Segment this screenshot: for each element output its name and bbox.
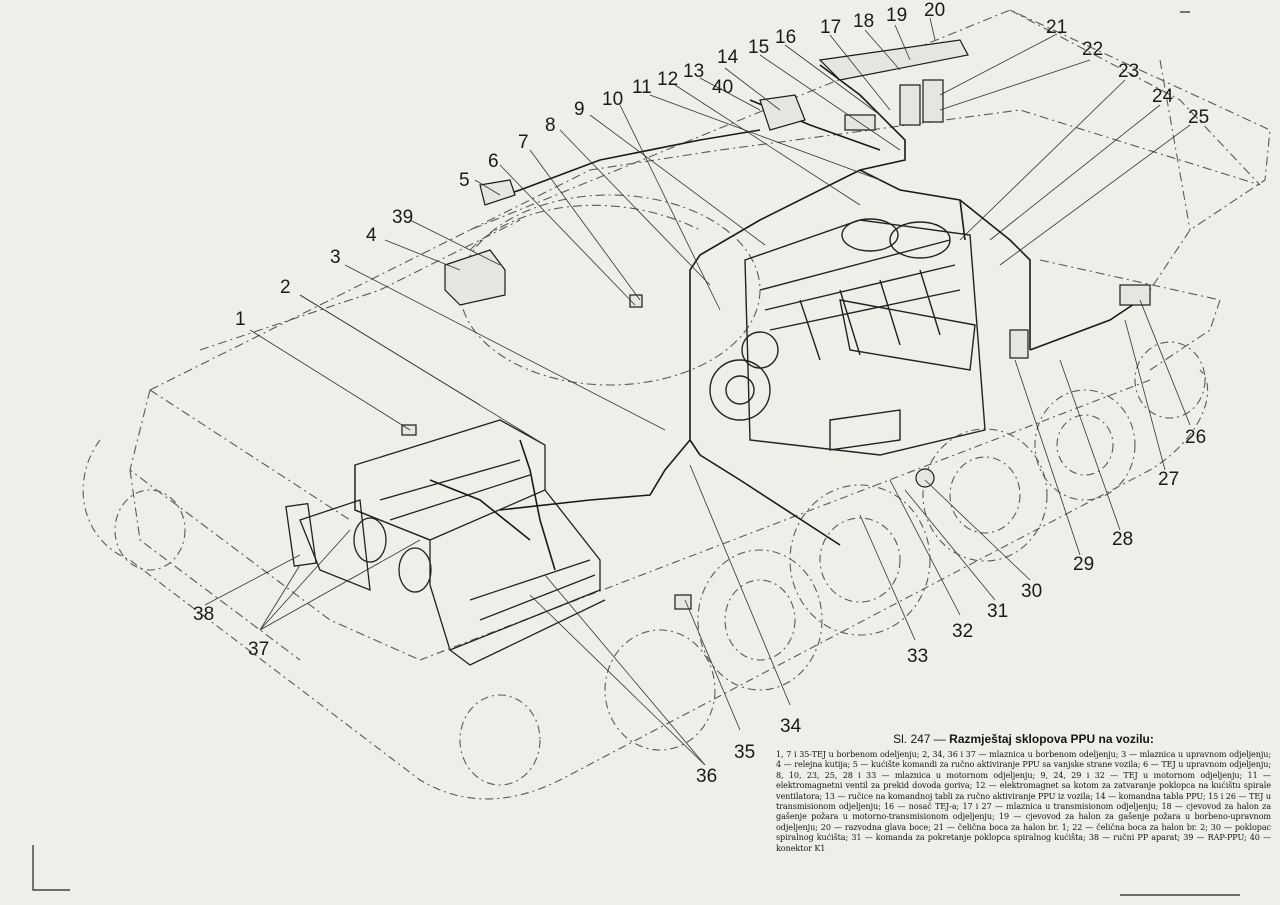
callout-34: 34 bbox=[780, 716, 802, 737]
callout-22: 22 bbox=[1082, 39, 1104, 60]
fuel-tank-assembly bbox=[285, 419, 606, 666]
hull-outline bbox=[129, 9, 1271, 661]
callout-16: 16 bbox=[775, 27, 797, 48]
callout-10: 10 bbox=[602, 89, 624, 110]
callout-14: 14 bbox=[717, 47, 739, 68]
callout-8: 8 bbox=[545, 115, 556, 136]
callout-24: 24 bbox=[1152, 86, 1174, 107]
callout-19: 19 bbox=[886, 5, 908, 26]
callout-29: 29 bbox=[1073, 554, 1095, 575]
callout-1: 1 bbox=[235, 309, 246, 330]
callout-23: 23 bbox=[1118, 61, 1140, 82]
leader-lines bbox=[204, 17, 1191, 766]
callout-36: 36 bbox=[696, 766, 718, 787]
callout-25: 25 bbox=[1188, 107, 1210, 128]
callout-38: 38 bbox=[193, 604, 215, 625]
components bbox=[401, 39, 1151, 610]
caption-prefix: Sl. 247 — bbox=[893, 732, 946, 746]
halon-piping bbox=[429, 64, 1141, 571]
callout-18: 18 bbox=[853, 11, 875, 32]
callout-5: 5 bbox=[459, 170, 470, 191]
engine-block bbox=[709, 218, 986, 456]
callout-26: 26 bbox=[1185, 427, 1207, 448]
callout-35: 35 bbox=[734, 742, 756, 763]
callout-3: 3 bbox=[330, 247, 341, 268]
callout-7: 7 bbox=[518, 132, 529, 153]
callout-9: 9 bbox=[574, 99, 585, 120]
callout-40: 40 bbox=[712, 77, 734, 98]
callout-31: 31 bbox=[987, 601, 1009, 622]
callout-28: 28 bbox=[1112, 529, 1134, 550]
callout-32: 32 bbox=[952, 621, 974, 642]
caption-title: Razmještaj sklopova PPU na vozilu: bbox=[949, 732, 1154, 746]
callout-27: 27 bbox=[1158, 469, 1180, 490]
callout-39: 39 bbox=[392, 207, 414, 228]
callout-11: 11 bbox=[632, 77, 652, 98]
callout-4: 4 bbox=[366, 225, 377, 246]
callout-17: 17 bbox=[820, 17, 842, 38]
callout-20: 20 bbox=[924, 0, 946, 21]
callout-30: 30 bbox=[1021, 581, 1043, 602]
callout-21: 21 bbox=[1046, 17, 1068, 38]
callout-12: 12 bbox=[657, 69, 679, 90]
corner-marks bbox=[32, 11, 1240, 896]
caption-title-line: Sl. 247 — Razmještaj sklopova PPU na voz… bbox=[776, 732, 1271, 746]
caption-legend: 1, 7 i 35-TEJ u borbenom odeljenju; 2, 3… bbox=[776, 749, 1271, 853]
figure-caption: Sl. 247 — Razmještaj sklopova PPU na voz… bbox=[776, 732, 1271, 853]
callout-33: 33 bbox=[907, 646, 929, 667]
callout-6: 6 bbox=[488, 151, 499, 172]
callout-2: 2 bbox=[280, 277, 291, 298]
callout-15: 15 bbox=[748, 37, 770, 58]
running-gear bbox=[82, 341, 1209, 800]
callout-37: 37 bbox=[248, 639, 270, 660]
callout-13: 13 bbox=[683, 61, 705, 82]
